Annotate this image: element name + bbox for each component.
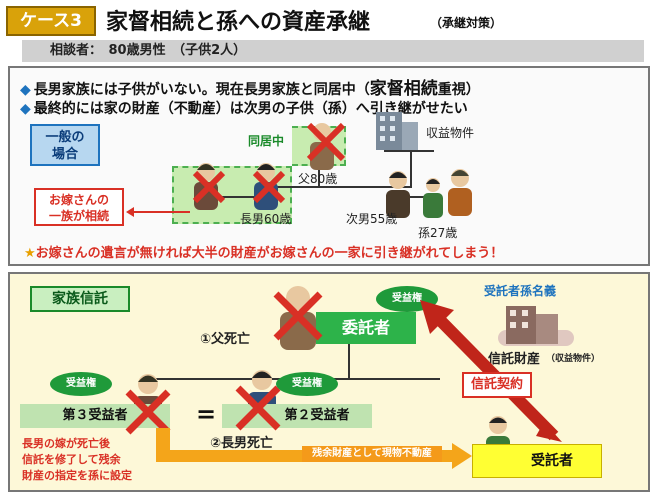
warning-text: お嫁さんの遺言が無ければ大半の財産がお嫁さんの一家に引き継がれてしまう！: [35, 246, 504, 261]
deceased-x-icon: [235, 385, 281, 431]
deceased-x-icon: [306, 122, 346, 162]
deceased-x-icon: [125, 389, 171, 435]
tree-line: [410, 150, 412, 188]
tree-line: [318, 166, 320, 188]
settlor-box: 委託者: [316, 312, 416, 344]
second-son-age-label: 次男55歳: [346, 212, 398, 226]
eldest-son-age-label: 長男60歳: [240, 212, 292, 226]
case-badge: ケース3: [6, 6, 96, 36]
consultant-bar: 相談者： 80歳男性 （子供2人）: [22, 40, 644, 62]
bullet-line-1: ◆長男家族には子供がいない。現在長男家族と同居中（家督相続重視）: [20, 74, 480, 99]
footnote-line-3: 財産の指定を孫に設定: [22, 469, 132, 482]
deceased-x-icon: [252, 170, 286, 204]
trustee-box: 受託者: [472, 444, 602, 478]
tree-line: [348, 344, 350, 380]
wife-family-line-1: お嫁さんの: [48, 193, 109, 207]
property-label: 収益物件: [426, 126, 475, 140]
bullet-1-text: 長男家族には子供がいない。現在長男家族と同居中（: [33, 82, 370, 98]
star-icon: ★: [24, 246, 36, 261]
footnote-line-1: 長男の嫁が死亡後: [22, 437, 110, 450]
wife-family-inherits-box: お嫁さんの 一族が相続: [34, 188, 124, 226]
trustee-grandchild-label: 受託者孫名義: [484, 284, 557, 298]
building-icon: [376, 112, 418, 150]
page-title: 家督相続と孫への資産承継: [106, 10, 371, 35]
general-case-label: 一般の 場合: [30, 124, 100, 166]
father-death-label: ①父死亡: [200, 332, 251, 347]
cohabiting-label: 同居中: [248, 134, 285, 148]
residual-property-tag: 残余財産として現物不動産: [302, 446, 442, 462]
second-son-wife-person-icon: [448, 169, 472, 216]
general-case-line-1: 一般の: [45, 130, 85, 145]
wife-family-line-2: 一族が相続: [48, 209, 109, 223]
deceased-x-icon: [192, 170, 226, 204]
eldest-death-label: ②長男死亡: [210, 436, 274, 451]
bullet-1-suffix: 重視）: [437, 82, 480, 98]
footnote-line-2: 信託を修了して残余: [22, 453, 121, 466]
diamond-bullet-icon: ◆: [20, 82, 31, 98]
arrow-left-icon: [126, 207, 190, 217]
tree-line: [208, 196, 268, 198]
trust-property-note: （収益物件）: [546, 354, 601, 364]
building-icon: [498, 306, 574, 346]
father-age-label: 父80歳: [298, 172, 338, 186]
beneficiary-right-oval: 受益権: [276, 372, 338, 396]
beneficiary-right-oval: 受益権: [50, 372, 112, 396]
tree-line: [268, 186, 410, 188]
warning-line: ★お嫁さんの遺言が無ければ大半の財産がお嫁さんの一家に引き継がれてしまう！: [24, 242, 503, 261]
trust-property-label: 信託財産: [488, 352, 541, 367]
bullet-1-emphasis: 家督相続: [369, 79, 438, 99]
family-trust-label: 家族信託: [30, 286, 130, 312]
page-subtitle: （承継対策）: [430, 16, 503, 30]
grandchild-age-label: 孫27歳: [418, 226, 458, 240]
diamond-bullet-icon: ◆: [20, 101, 31, 117]
bullet-line-2: ◆最終的には家の財産（不動産）は次男の子供（孫）へ引き継がせたい: [20, 98, 468, 118]
arrow-right-icon: [452, 443, 472, 469]
trust-contract-label: 信託契約: [462, 372, 532, 398]
second-son-person-icon: [386, 171, 410, 218]
deceased-x-icon: [273, 291, 323, 341]
grandchild-person-icon: [423, 178, 443, 218]
footnote: 長男の嫁が死亡後 信託を修了して残余 財産の指定を孫に設定: [22, 436, 132, 484]
bullet-2-text: 最終的には家の財産（不動産）は次男の子供（孫）へ引き継がせたい: [33, 101, 468, 117]
equals-sign: =: [196, 400, 217, 428]
general-case-line-2: 場合: [51, 147, 78, 162]
tree-line: [384, 150, 434, 152]
